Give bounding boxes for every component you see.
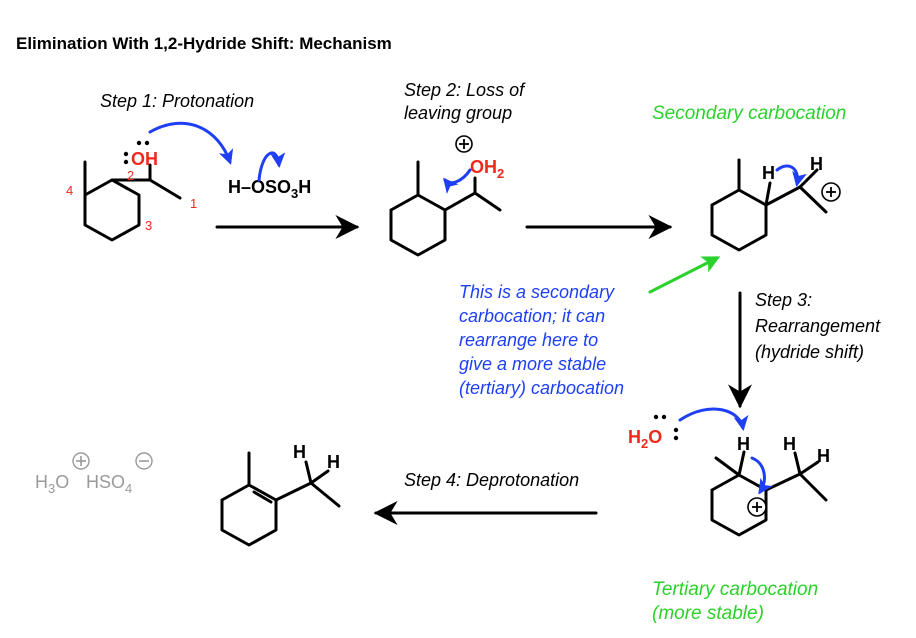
- step3-label-line1: Step 3:: [755, 290, 812, 310]
- ring-to-ethyl-bond: [274, 481, 313, 502]
- lone-pair-dot: [123, 159, 129, 165]
- hydrogen-atom: H: [762, 163, 775, 183]
- lone-pair-dot: [653, 414, 659, 420]
- lone-pair-dot: [123, 151, 129, 157]
- methyl-bond: [798, 185, 828, 214]
- c1-methyl-bond: [148, 178, 182, 200]
- step1-label: Step 1: Protonation: [100, 91, 254, 111]
- cyclohexane-ring: [389, 193, 447, 257]
- carbon-number-4: 4: [66, 183, 73, 198]
- ring-to-ethyl-bond: [764, 472, 802, 492]
- methyl-bond: [798, 472, 828, 502]
- lone-pair-dot: [673, 427, 679, 433]
- curved-arrow-icon: [775, 164, 807, 187]
- hydrogen-atom: H: [810, 154, 823, 174]
- oxonium-group: OH2: [470, 157, 504, 181]
- c-h-bond: [304, 460, 313, 485]
- c-h-bond: [764, 181, 772, 207]
- lone-pair-dot: [136, 140, 142, 146]
- hydrogen-atom: H: [327, 452, 340, 472]
- step3-label-line2: Rearrangement: [755, 316, 881, 336]
- page-title: Elimination With 1,2-Hydride Shift: Mech…: [16, 34, 392, 53]
- step3-label-line3: (hydride shift): [755, 342, 864, 362]
- secondary-carbocation-label: Secondary carbocation: [652, 103, 846, 124]
- pointer-arrow: [648, 256, 721, 294]
- carbon-number-2: 2: [127, 168, 134, 183]
- ring-to-c2-bond: [443, 191, 477, 212]
- explanation-note-line4: give a more stable: [459, 354, 606, 374]
- step2-label-line1: Step 2: Loss of: [404, 80, 526, 100]
- c-h-bond: [793, 451, 802, 476]
- c-h-bond: [798, 460, 820, 476]
- curved-arrow-icon: [443, 168, 472, 195]
- explanation-note-line2: carbocation; it can: [459, 306, 605, 326]
- starting-alcohol: [83, 160, 182, 242]
- curved-arrow-icon: [257, 151, 286, 182]
- water-molecule: H2O: [628, 427, 662, 451]
- explanation-note-line3: rearrange here to: [459, 330, 598, 350]
- carbon-number-3: 3: [145, 218, 152, 233]
- lone-pair-dot: [144, 140, 150, 146]
- carbon-number-1: 1: [190, 196, 197, 211]
- c-h-bond: [309, 469, 330, 485]
- double-bond: [252, 490, 273, 504]
- tertiary-carbocation-label-line1: Tertiary carbocation: [652, 579, 818, 600]
- hydronium-ion: H3O: [35, 472, 69, 496]
- hydrogen-atom: H: [783, 434, 796, 454]
- hydrogen-atom: H: [817, 446, 830, 466]
- methyl-bond: [309, 481, 341, 508]
- ring-to-cation-bond: [764, 185, 802, 207]
- hydroxyl-group: OH: [131, 149, 158, 169]
- cyclohexane-ring: [710, 188, 768, 252]
- curved-arrow-icon: [678, 407, 749, 431]
- tertiary-carbocation: [710, 450, 828, 537]
- alkene-product: [220, 451, 341, 547]
- explanation-note-line1: This is a secondary: [459, 282, 615, 302]
- c-h-bond: [737, 450, 746, 477]
- methyl-bond: [714, 456, 741, 477]
- step2-label-line2: leaving group: [404, 103, 512, 123]
- tertiary-carbocation-label-line2: (more stable): [652, 603, 764, 624]
- explanation-note-line5: (tertiary) carbocation: [459, 378, 624, 398]
- c1-methyl-bond: [473, 191, 502, 212]
- cyclohexene-ring: [220, 483, 278, 547]
- oxonium-intermediate: [389, 160, 502, 257]
- curved-arrow-icon: [750, 456, 773, 495]
- hydrogen-atom: H: [737, 434, 750, 454]
- step4-label: Step 4: Deprotonation: [404, 470, 579, 490]
- lone-pair-dot: [661, 414, 667, 420]
- lone-pair-dot: [673, 435, 679, 441]
- hydrogen-atom: H: [293, 442, 306, 462]
- bisulfate-ion: HSO4: [86, 472, 132, 496]
- curved-arrow-icon: [148, 121, 234, 165]
- cyclohexane-ring: [83, 178, 141, 242]
- sulfuric-acid: H–OSO3H: [228, 177, 311, 201]
